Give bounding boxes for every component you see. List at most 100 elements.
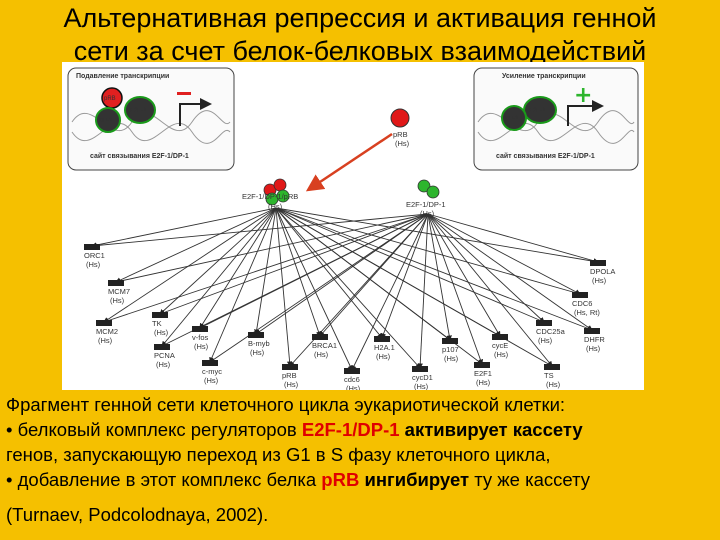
target-gene-node: TK(Hs) [152, 312, 169, 337]
edge-activate-0 [91, 213, 429, 249]
target-gene-node: CDC25a(Hs) [536, 320, 566, 345]
edge-activate-3 [159, 213, 429, 315]
gene-box [282, 364, 298, 370]
target-gene-node: H2A.1(Hs) [374, 336, 395, 361]
gene-box [572, 292, 588, 298]
edge-repress-11 [275, 207, 383, 339]
complex-repress-sub: (Hs) [268, 202, 283, 211]
gene-name: pRB [282, 371, 297, 380]
edge-activate-10 [351, 213, 429, 371]
gene-box [492, 334, 508, 340]
edge-activate-5 [199, 213, 429, 329]
target-genes: ORC1(Hs)MCM7(Hs)MCM2(Hs)TK(Hs)PCNA(Hs)v-… [84, 244, 615, 390]
gene-name: CDC6 [572, 299, 592, 308]
prb-node-icon [390, 108, 410, 128]
prb-node: pRB (Hs) [305, 108, 410, 192]
gene-name: DHFR [584, 335, 605, 344]
target-gene-node: B-myb(Hs) [248, 332, 270, 357]
edge-activate-7 [255, 213, 429, 335]
gene-species: (Hs) [110, 296, 125, 305]
target-gene-node: cycD1(Hs) [412, 366, 433, 390]
edge-repress-9 [275, 207, 322, 337]
caption-activates: активирует кассету [399, 419, 583, 440]
caption-b1-pre: • белковый комплекс регуляторов [6, 419, 302, 440]
gene-name: DPOLA [590, 267, 615, 276]
gene-species: (Hs) [284, 380, 299, 389]
gene-name: cycE [492, 341, 508, 350]
target-gene-node: TS(Hs) [544, 364, 561, 389]
caption-bullet-1-cont: генов, запускающую переход из G1 в S фаз… [6, 444, 551, 465]
edge-activate-9 [319, 213, 429, 337]
target-gene-node: c-myc(Hs) [202, 360, 222, 385]
target-gene-node: DHFR(Hs) [584, 328, 605, 353]
edge-repress-5 [199, 207, 277, 329]
gene-box [344, 368, 360, 374]
regulation-edges [91, 207, 599, 371]
caption-inhibits: ингибирует [359, 469, 470, 490]
edge-activate-15 [427, 213, 501, 337]
gene-name: B-myb [248, 339, 270, 348]
caption-b2-pre: • добавление в этот комплекс белка [6, 469, 322, 490]
edge-repress-12 [275, 207, 421, 369]
gene-name: H2A.1 [374, 343, 395, 352]
e2f1-protein [124, 96, 156, 124]
gene-species: (Hs) [86, 260, 101, 269]
edge-activate-6 [209, 213, 429, 363]
gene-species: (Hs) [156, 360, 171, 369]
edge-repress-18 [275, 207, 593, 331]
gene-species: (Hs) [476, 378, 491, 387]
gene-name: TK [152, 319, 162, 328]
gene-box [374, 336, 390, 342]
target-gene-node: v-fos(Hs) [192, 326, 209, 351]
edge-activate-2 [103, 213, 429, 324]
gene-name: MCM2 [96, 327, 118, 336]
gene-box [152, 312, 168, 318]
complex-activate-label: E2F-1/DP-1 [406, 200, 446, 209]
target-gene-node: pRB(Hs) [282, 364, 299, 389]
gene-name: E2F1 [474, 369, 492, 378]
target-gene-node: MCM2(Hs) [96, 320, 118, 345]
gene-species: (Hs) [414, 382, 429, 390]
gene-species: (Hs) [592, 276, 607, 285]
gene-network-figure: Подавление транскрипции pRB E2F-1 DP-1 с… [62, 62, 644, 390]
complex-prb-icon-2 [273, 178, 287, 192]
gene-box [192, 326, 208, 332]
edge-repress-2 [103, 207, 277, 323]
edge-activate-20 [427, 213, 599, 264]
gene-species: (Hs) [586, 344, 601, 353]
gene-name: cycD1 [412, 373, 433, 382]
gene-box [84, 244, 100, 250]
gene-name: TS [544, 371, 554, 380]
target-gene-node: cdc6(Hs) [344, 368, 361, 390]
edge-repress-4 [161, 207, 277, 347]
gene-name: v-fos [192, 333, 209, 342]
gene-species: (Hs) [538, 336, 553, 345]
caption: Фрагмент генной сети клеточного цикла эу… [6, 392, 716, 527]
gene-species: (Hs) [194, 342, 209, 351]
gene-species: (Hs) [204, 376, 219, 385]
edge-activate-12 [417, 213, 429, 369]
edge-repress-20 [275, 207, 599, 264]
prb-node-label: pRB [393, 130, 408, 139]
edge-activate-18 [427, 213, 593, 331]
edge-repress-1 [115, 207, 277, 283]
gene-species: (Hs) [444, 354, 459, 363]
inset-activation: Усиление транскрипции E2F-1 DP-1 + сайт … [473, 67, 639, 171]
gene-species: (Hs) [154, 328, 169, 337]
target-gene-node: PCNA(Hs) [154, 344, 175, 369]
inset-activation-site: сайт связывания E2F-1/DP-1 [496, 152, 595, 160]
gene-name: PCNA [154, 351, 175, 360]
gene-box [412, 366, 428, 372]
complex-e2f1-dp1: E2F-1/DP-1 (Hs) [406, 179, 446, 218]
complex-repress-label: E2F-1/DP-1/pRB [242, 192, 298, 201]
slide-title: Альтернативная репрессия и активация ген… [0, 2, 720, 68]
inset-repression: Подавление транскрипции pRB E2F-1 DP-1 с… [67, 67, 235, 171]
plus-sign: + [574, 83, 592, 108]
gene-box [544, 364, 560, 370]
edge-repress-3 [159, 207, 277, 315]
complex-dp1-icon [276, 189, 290, 203]
caption-prb: pRB [321, 469, 360, 490]
inset-repression-protein-1: pRB [104, 96, 116, 102]
gene-network-diagram: Подавление транскрипции pRB E2F-1 DP-1 с… [67, 67, 639, 390]
gene-box [474, 362, 490, 368]
